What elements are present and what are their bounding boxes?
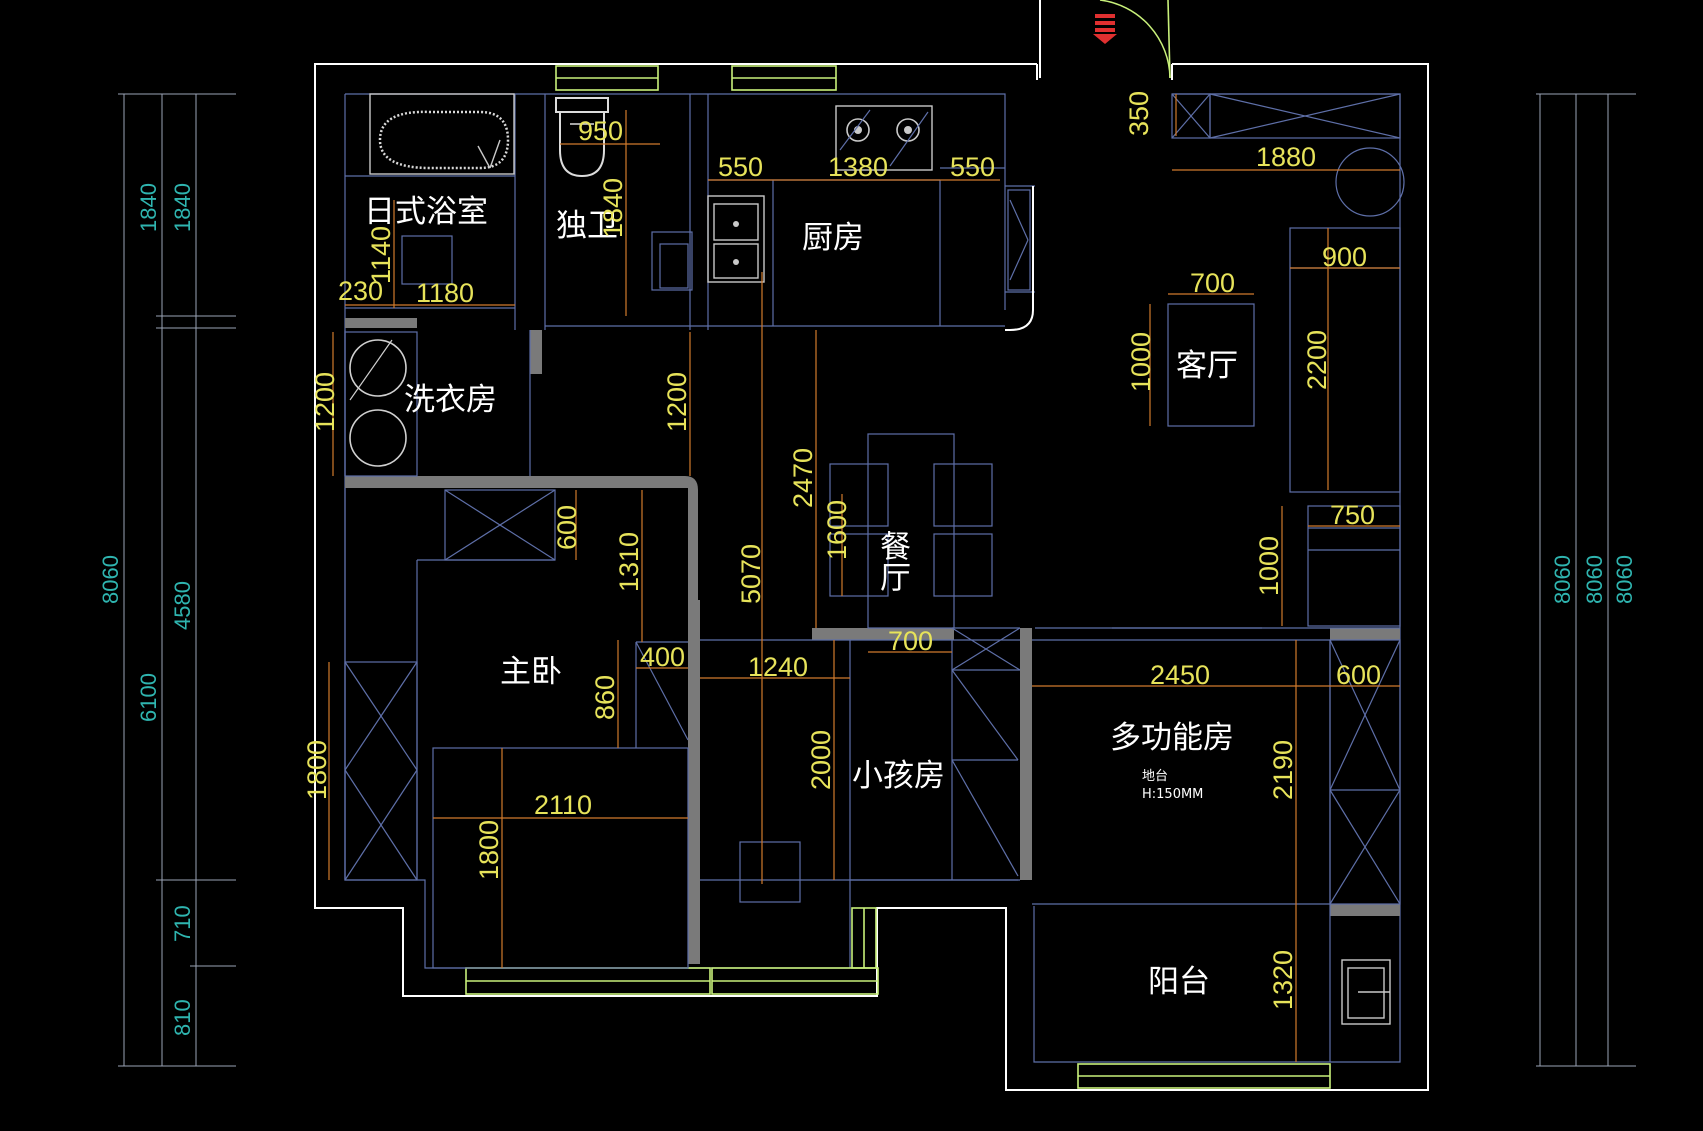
dim-750: 750 xyxy=(1330,500,1375,530)
dim-950: 950 xyxy=(578,116,623,146)
dim-1310: 1310 xyxy=(614,532,644,592)
dimension-texts: 950 550 1380 550 1880 230 1180 900 700 7… xyxy=(338,116,1381,820)
overall-4580: 4580 xyxy=(170,581,195,630)
bathtub-icon xyxy=(369,93,515,175)
overall-8060-left: 8060 xyxy=(98,555,123,604)
overall-810: 810 xyxy=(170,999,195,1036)
label-platform: 地台 xyxy=(1142,769,1168,784)
label-kitchen: 厨房 xyxy=(802,220,864,256)
overall-8060-right-2: 8060 xyxy=(1582,555,1607,604)
label-wc: 独卫 xyxy=(556,208,618,244)
dim-1240: 1240 xyxy=(748,652,808,682)
overall-dimension-frames xyxy=(118,93,1636,1067)
dim-1320: 1320 xyxy=(1268,950,1298,1010)
toilet-icon xyxy=(555,97,609,178)
dim-2000: 2000 xyxy=(806,730,836,790)
overall-710: 710 xyxy=(170,905,195,942)
dim-2450: 2450 xyxy=(1150,660,1210,690)
label-japanese-bath: 日式浴室 xyxy=(364,194,488,230)
dim-700-table: 700 xyxy=(1190,268,1235,298)
dim-1800-wardrobe: 1800 xyxy=(302,740,332,800)
fixtures xyxy=(344,93,1391,1025)
dim-700-kids: 700 xyxy=(888,626,933,656)
dim-550-right: 550 xyxy=(950,152,995,182)
dimension-lines xyxy=(328,94,1400,1062)
windows xyxy=(465,65,1331,1089)
dim-1600: 1600 xyxy=(822,500,852,560)
dim-1840-wc: 1840 xyxy=(598,178,628,238)
dim-1000-side: 1000 xyxy=(1254,536,1284,596)
sink-icon xyxy=(707,195,765,283)
overall-6100: 6100 xyxy=(136,673,161,722)
label-dining: 餐厅 xyxy=(874,530,910,592)
dim-1380: 1380 xyxy=(828,152,888,182)
dim-2190: 2190 xyxy=(1268,740,1298,800)
dim-5070: 5070 xyxy=(736,544,766,604)
dim-2110: 2110 xyxy=(534,790,592,820)
overall-1840-b: 1840 xyxy=(170,183,195,232)
label-kids-room: 小孩房 xyxy=(852,758,945,794)
label-master-bedroom: 主卧 xyxy=(500,654,562,690)
overall-1840-a: 1840 xyxy=(136,183,161,232)
entry-door xyxy=(1039,0,1171,79)
dim-600-bed: 600 xyxy=(552,505,582,550)
vertical-dimension-texts: 350 1840 1140 1000 2200 1200 1200 2470 1… xyxy=(302,91,1332,1010)
dim-350: 350 xyxy=(1124,91,1154,136)
overall-dimension-texts: 1840 1840 8060 4580 6100 710 810 8060 80… xyxy=(98,183,1637,1036)
stove-icon xyxy=(835,105,933,171)
label-laundry: 洗衣房 xyxy=(404,382,497,418)
dim-600-right: 600 xyxy=(1336,660,1381,690)
dim-1800-bed: 1800 xyxy=(474,820,504,880)
dim-1140: 1140 xyxy=(366,226,396,284)
dim-1180: 1180 xyxy=(416,278,474,308)
dim-400: 400 xyxy=(640,642,685,672)
dim-2470: 2470 xyxy=(788,448,818,508)
label-multi-room: 多功能房 xyxy=(1110,720,1234,756)
dim-2200: 2200 xyxy=(1302,330,1332,390)
overall-8060-right-1: 8060 xyxy=(1550,555,1575,604)
dim-230: 230 xyxy=(338,276,383,306)
basin-icon xyxy=(1341,959,1391,1025)
dim-1200-laundry: 1200 xyxy=(310,372,340,432)
overall-8060-right-3: 8060 xyxy=(1612,555,1637,604)
entry-arrow-icon xyxy=(1093,14,1117,44)
dim-1000-table: 1000 xyxy=(1126,332,1156,392)
partition-walls xyxy=(345,318,1400,964)
dim-1200-corridor: 1200 xyxy=(662,372,692,432)
label-balcony: 阳台 xyxy=(1148,964,1210,1000)
dim-900: 900 xyxy=(1322,242,1367,272)
washing-machine-icon xyxy=(344,331,418,477)
dim-1880: 1880 xyxy=(1256,142,1316,172)
dim-860: 860 xyxy=(590,675,620,720)
label-living: 客厅 xyxy=(1176,348,1238,384)
dim-550-left: 550 xyxy=(718,152,763,182)
room-labels: 日式浴室 独卫 厨房 洗衣房 客厅 餐厅 主卧 小孩房 多功能房 地台 H:15… xyxy=(364,194,1238,1000)
label-platform-height: H:150MM xyxy=(1142,787,1203,802)
